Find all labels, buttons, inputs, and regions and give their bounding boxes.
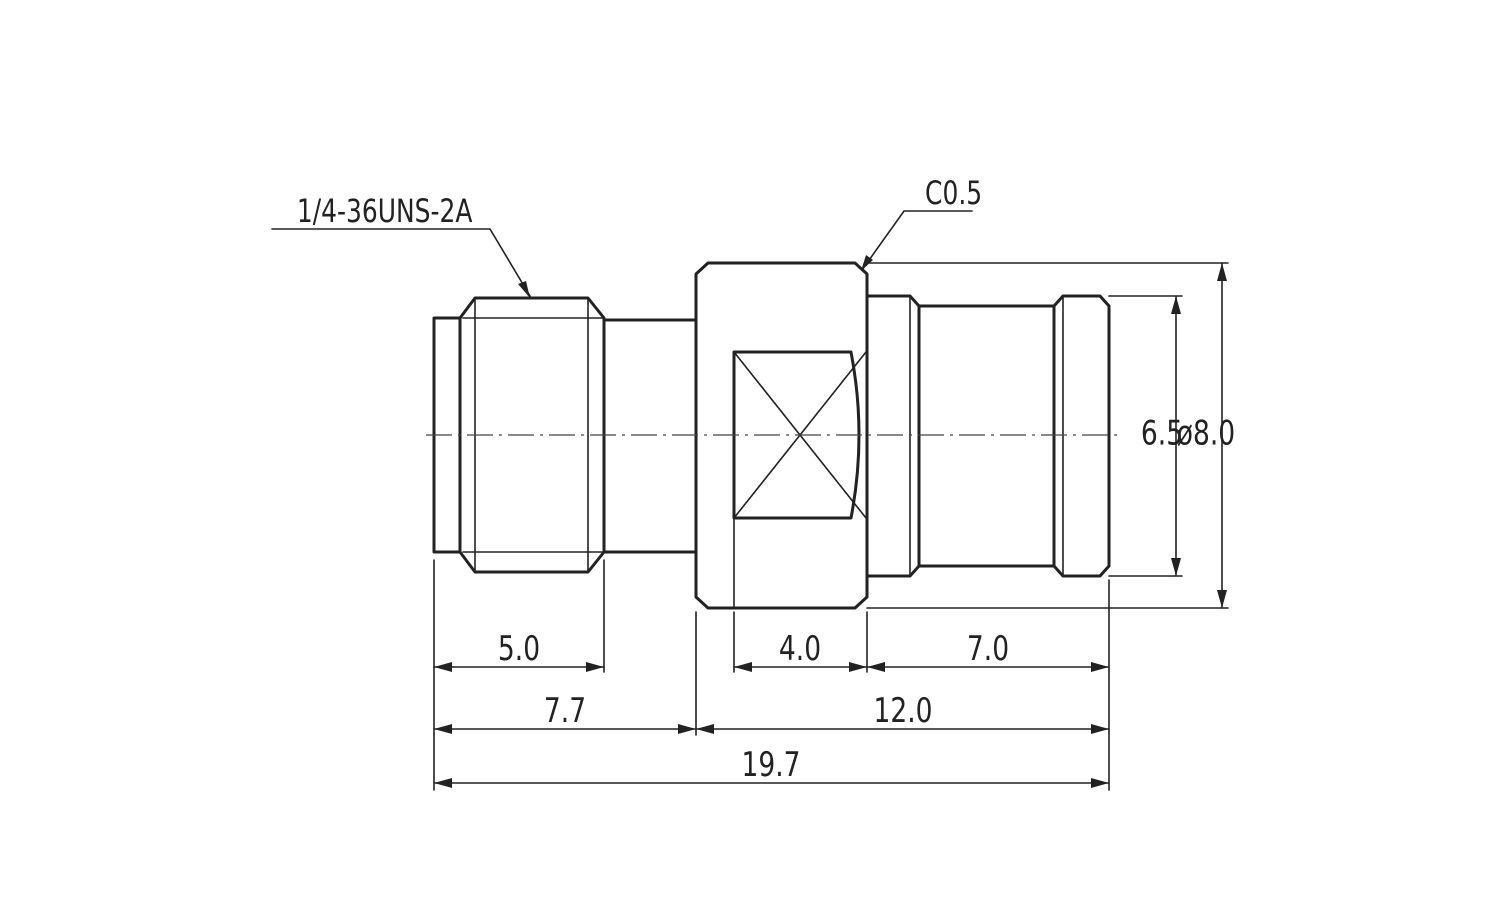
- dimension-overall-length: 19.7: [433, 746, 1110, 788]
- hex-diameter-value: ø8.0: [1177, 414, 1235, 453]
- dimension-right-section-length: 12.0: [695, 692, 1110, 734]
- thread-spec-label: 1/4-36UNS-2A: [297, 192, 473, 230]
- connector-outline: [432, 261, 1111, 610]
- thread-length-value: 5.0: [498, 630, 540, 669]
- extension-lines: [433, 262, 1229, 791]
- dimension-thread-length: 5.0: [433, 630, 605, 672]
- dimension-hex-diameter: ø8.0: [1177, 262, 1235, 609]
- dimension-right-body-diameter: 6.5: [1141, 295, 1183, 577]
- dimension-hex-width: 4.0: [733, 630, 868, 672]
- overall-length-value: 19.7: [741, 746, 800, 785]
- right-section-length-value: 12.0: [873, 692, 932, 731]
- chamfer-label: C0.5: [925, 174, 982, 212]
- chamfer-callout: C0.5: [861, 174, 982, 271]
- hex-width-value: 4.0: [779, 630, 821, 669]
- right-body: [865, 294, 1111, 578]
- dimension-left-section-length: 7.7: [433, 692, 697, 734]
- thread-callout: 1/4-36UNS-2A: [271, 192, 531, 298]
- right-body-diameter-value: 6.5: [1141, 414, 1183, 453]
- dimension-right-body-length: 7.0: [866, 630, 1110, 672]
- right-body-length-value: 7.0: [967, 630, 1009, 669]
- hex-nut: [694, 261, 869, 610]
- left-section-length-value: 7.7: [544, 692, 586, 731]
- neck: [602, 318, 698, 554]
